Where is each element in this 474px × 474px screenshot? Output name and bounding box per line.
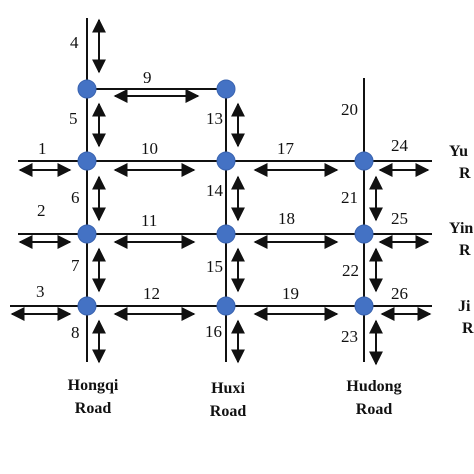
edge-label-2: 2	[37, 201, 46, 220]
road-label-yin-line1: Yin	[449, 220, 473, 237]
intersection-node	[216, 224, 236, 244]
intersection-node	[77, 224, 97, 244]
edge-label-3: 3	[36, 282, 45, 301]
edge-label-26: 26	[391, 284, 408, 303]
edge-label-10: 10	[141, 139, 158, 158]
vertical-road-labels: Hongqi Road Huxi Road Hudong Road	[68, 377, 402, 420]
road-label-yu-line2: R	[459, 165, 471, 182]
road-label-yu-line1: Yu	[449, 143, 468, 160]
edge-label-12: 12	[143, 284, 160, 303]
edge-label-5: 5	[69, 109, 78, 128]
edge-labels: 1 2 3 4 5 6 7 8 9 10 11 12 13 14 15 16 1…	[36, 33, 409, 346]
road-label-ji-line1: Ji	[458, 298, 471, 315]
road-label-hudong-suffix: Road	[356, 401, 393, 418]
edge-label-19: 19	[282, 284, 299, 303]
edge-label-23: 23	[341, 327, 358, 346]
road-label-ji-line2: R	[462, 320, 474, 337]
intersection-node	[354, 151, 374, 171]
intersection-node	[216, 79, 236, 99]
edge-label-20: 20	[341, 100, 358, 119]
intersection-node	[216, 296, 236, 316]
edge-label-1: 1	[38, 139, 47, 158]
road-label-hongqi-name: Hongqi	[68, 377, 119, 394]
edge-label-13: 13	[206, 109, 223, 128]
edge-label-22: 22	[342, 261, 359, 280]
intersection-node	[354, 296, 374, 316]
edge-label-18: 18	[278, 209, 295, 228]
edge-label-25: 25	[391, 209, 408, 228]
edge-label-15: 15	[206, 257, 223, 276]
road-label-huxi-suffix: Road	[210, 403, 247, 420]
edge-label-9: 9	[143, 68, 152, 87]
edge-label-17: 17	[277, 139, 295, 158]
edge-label-11: 11	[141, 211, 157, 230]
road-label-hongqi-suffix: Road	[75, 400, 112, 417]
intersection-nodes	[77, 79, 374, 316]
edge-label-21: 21	[341, 188, 358, 207]
intersection-node	[216, 151, 236, 171]
edge-label-8: 8	[71, 323, 80, 342]
edge-label-16: 16	[205, 322, 222, 341]
intersection-node	[77, 79, 97, 99]
intersection-node	[77, 296, 97, 316]
road-label-yin-line2: R	[459, 242, 471, 259]
road-label-huxi-name: Huxi	[211, 380, 245, 397]
intersection-node	[77, 151, 97, 171]
flow-arrows	[10, 18, 432, 366]
edge-label-4: 4	[70, 33, 79, 52]
edge-label-14: 14	[206, 181, 224, 200]
horizontal-road-labels: Yu R Yin R Ji R	[449, 143, 474, 337]
edge-label-6: 6	[71, 188, 80, 207]
edge-label-24: 24	[391, 136, 409, 155]
intersection-node	[354, 224, 374, 244]
edge-label-7: 7	[71, 256, 80, 275]
road-label-hudong-name: Hudong	[346, 378, 401, 395]
